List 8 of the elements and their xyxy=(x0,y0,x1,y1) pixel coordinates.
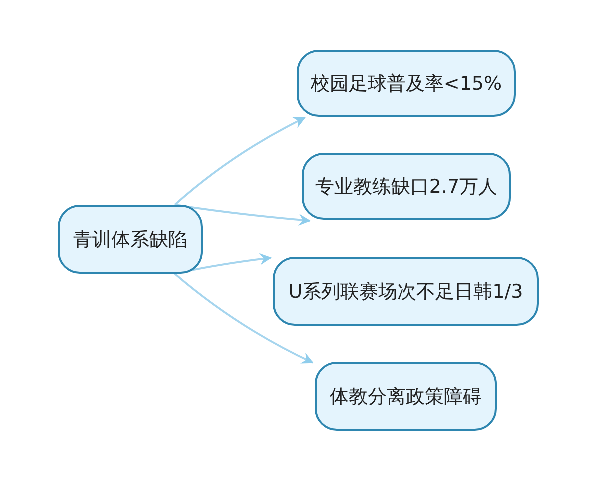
branch-box: 专业教练缺口2.7万人 xyxy=(302,153,511,220)
branch-box: 校园足球普及率<15% xyxy=(297,50,516,117)
topic-box: 青训体系缺陷 xyxy=(58,205,203,274)
branch-box: U系列联赛场次不足日韩1/3 xyxy=(273,257,539,326)
arrow xyxy=(174,204,311,226)
arrow xyxy=(174,273,314,364)
arrow xyxy=(174,117,306,206)
branch-box: 体教分离政策障碍 xyxy=(315,362,497,431)
